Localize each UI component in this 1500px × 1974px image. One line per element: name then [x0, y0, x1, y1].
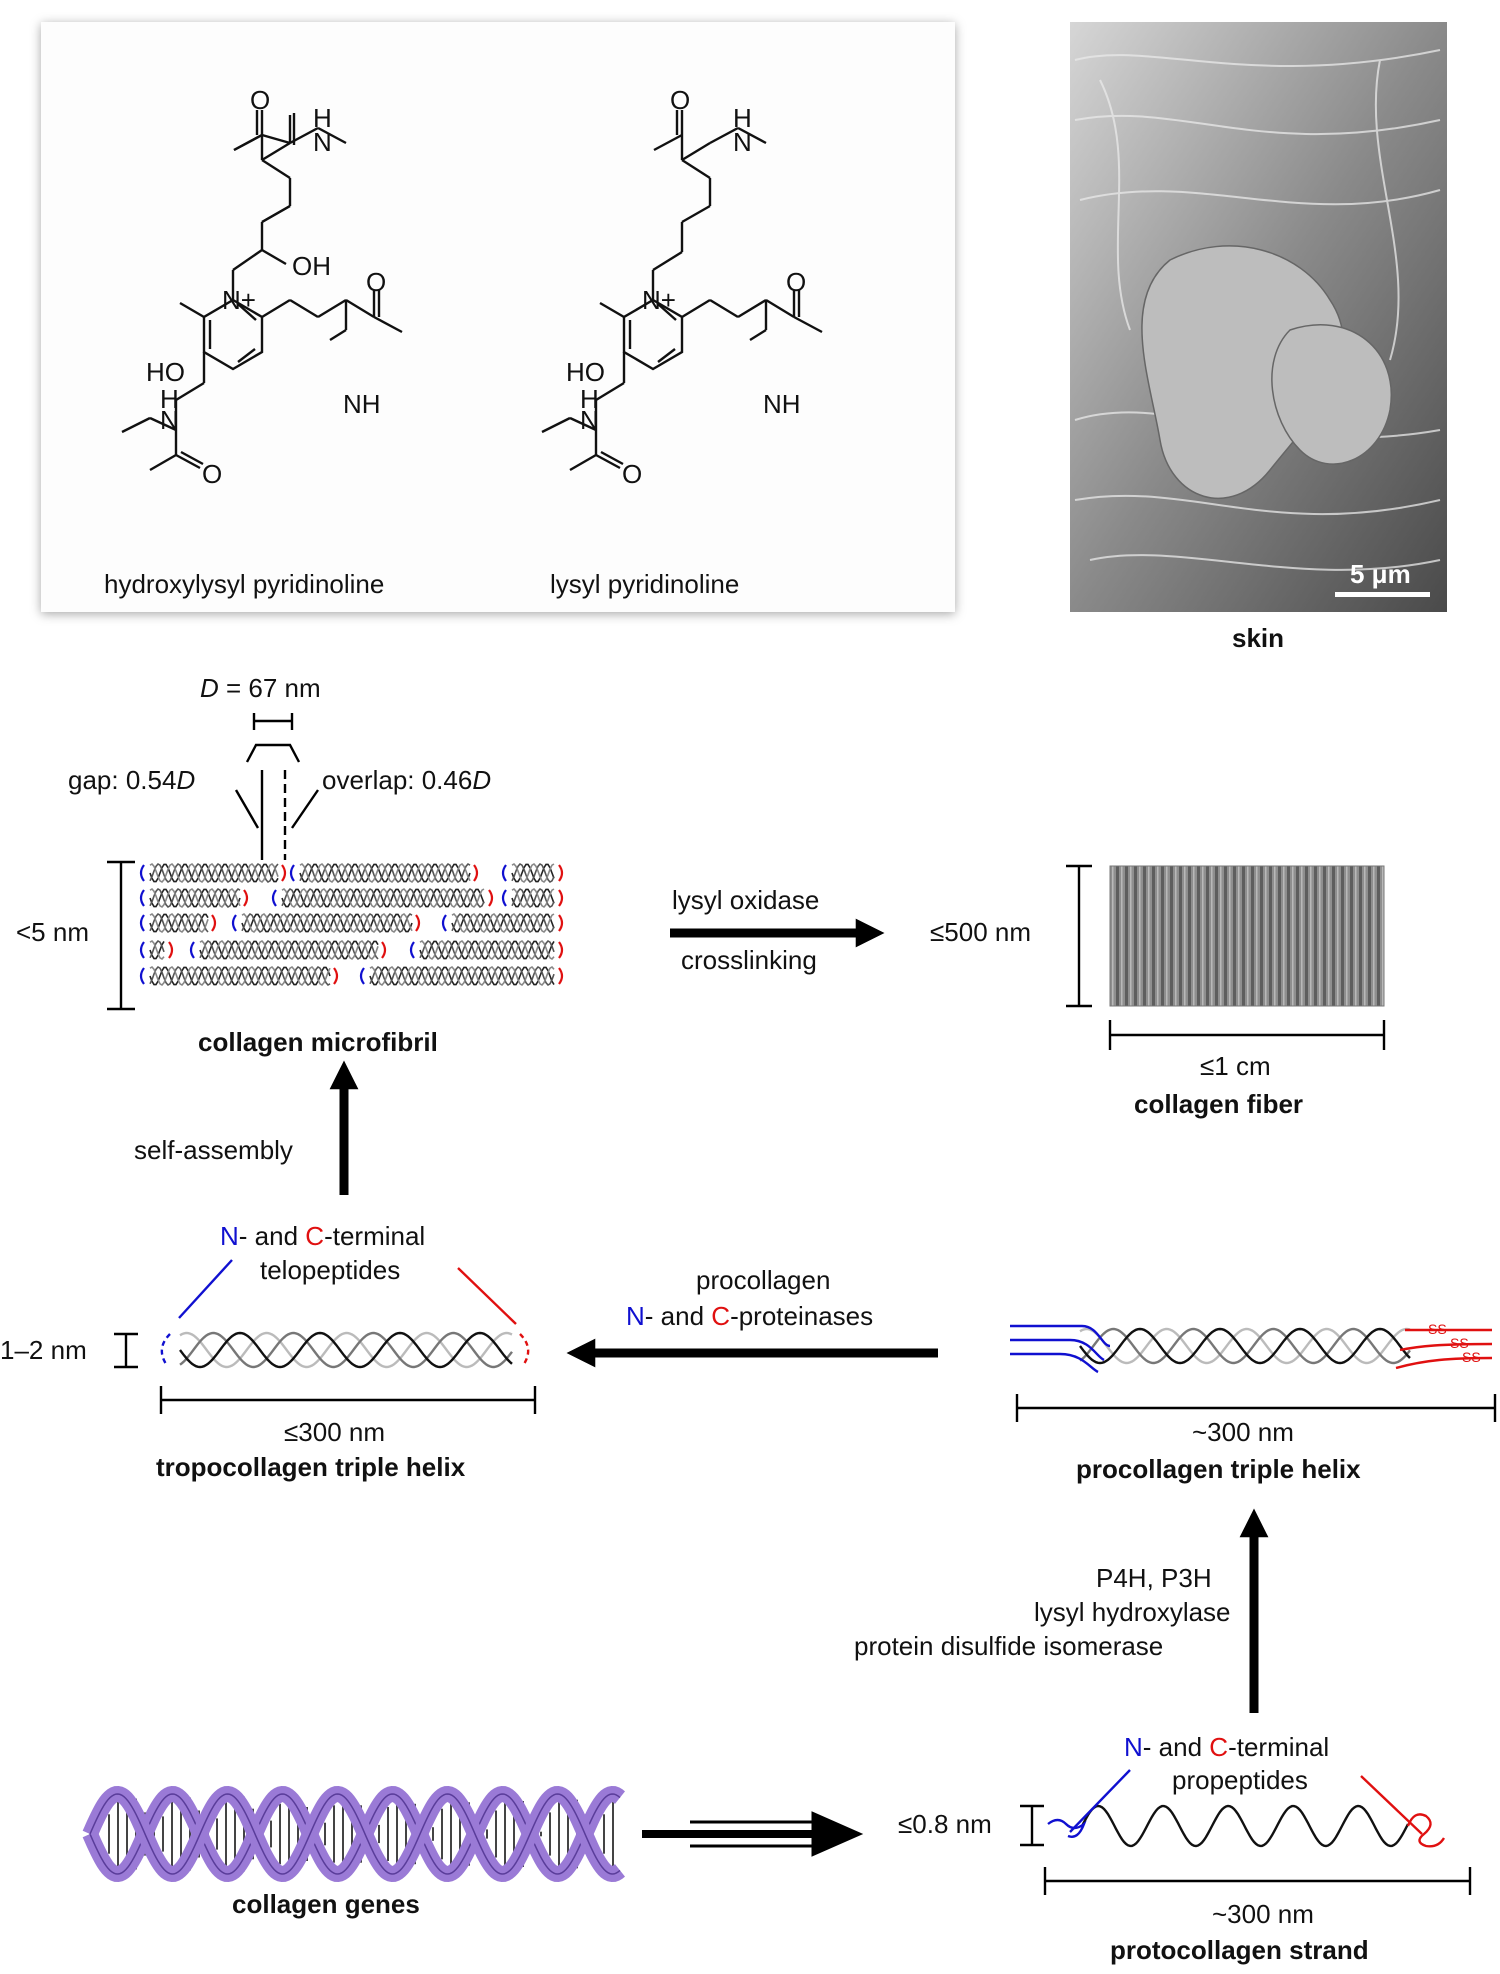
d-period-label: D = 67 nm [200, 673, 321, 704]
protocollagen-name: protocollagen strand [1110, 1935, 1369, 1965]
svg-text:SS: SS [1462, 1349, 1481, 1365]
enzymes-line3: protein disulfide isomerase [854, 1631, 1164, 1661]
overlap-label: overlap: 0.46D [322, 765, 492, 796]
proteinase-mid: - and [644, 1301, 712, 1331]
atom-o-left-top: O [250, 85, 271, 115]
procollagen-proteinases-line1: procollagen [696, 1265, 831, 1295]
scale-bar-label: 5 μm [1350, 559, 1411, 589]
collagen-microfibril [139, 862, 564, 987]
gap-value: gap: 0.54 [68, 765, 177, 795]
collagen-genes-name: collagen genes [232, 1889, 420, 1919]
atom-nplus-left: N+ [222, 285, 256, 315]
enzymes-line2: lysyl hydroxylase [1034, 1597, 1231, 1627]
atom-o-left-bottom: O [202, 459, 223, 489]
tropocollagen-length-bracket [159, 1386, 537, 1414]
atom-ho-right: HO [566, 357, 605, 387]
chemical-structures-panel [41, 22, 955, 612]
equilibrium-arrow-genes [642, 1811, 864, 1857]
protocollagen-strand [1047, 1804, 1446, 1848]
atom-nh-right-right: NH [763, 389, 801, 419]
proteinase-end: -proteinases [730, 1301, 874, 1331]
pro-end: -terminal [1228, 1732, 1330, 1762]
telo-n: N [220, 1221, 239, 1251]
atom-n-left-top: N [313, 127, 332, 157]
microfibril-height-bracket [107, 860, 135, 1011]
propeptides-line1: N- and C-terminal [1124, 1732, 1330, 1763]
atom-ho-left: HO [146, 357, 185, 387]
pro-n: N [1124, 1732, 1143, 1762]
tropocollagen-height-label: 1–2 nm [0, 1335, 87, 1365]
self-assembly-label: self-assembly [134, 1135, 293, 1165]
hydroxylysyl-pyridinoline-label: hydroxylysyl pyridinoline [104, 569, 385, 599]
process-arrows [329, 918, 1269, 1713]
collagen-fiber-name: collagen fiber [1134, 1089, 1304, 1119]
pro-c: C [1209, 1732, 1229, 1762]
procollagen-length-bracket [1015, 1394, 1497, 1422]
d-symbol: D [200, 673, 219, 703]
telo-mid: - and [238, 1221, 306, 1251]
telopeptides-line2: telopeptides [260, 1255, 401, 1285]
propeptide-pointer-lines [1069, 1769, 1423, 1835]
atom-nh-left-right: NH [343, 389, 381, 419]
atom-o-right-right: O [786, 267, 807, 297]
procollagen-proteinases-line2: N- and C-proteinases [626, 1301, 874, 1332]
fiber-height-label: ≤500 nm [930, 917, 1031, 947]
procollagen-length-label: ~300 nm [1192, 1417, 1294, 1447]
atom-h-right-bottom: H [580, 384, 599, 414]
atom-nplus-right: N+ [642, 285, 676, 315]
svg-text:SS: SS [1428, 1321, 1447, 1337]
telopeptides-line1: N- and C-terminal [220, 1221, 426, 1252]
d-period-bracket [234, 713, 319, 860]
tropocollagen-length-label: ≤300 nm [284, 1417, 385, 1447]
hydroxylysyl-pyridinoline-structure [121, 110, 403, 472]
protocollagen-height-bracket [1020, 1804, 1044, 1847]
d-value: = 67 nm [218, 673, 321, 703]
tropocollagen-height-bracket [114, 1332, 138, 1369]
collagen-fiber-image [1109, 865, 1385, 1007]
fiber-height-bracket [1066, 864, 1092, 1008]
microfibril-name: collagen microfibril [198, 1027, 438, 1057]
atom-o-right-top: O [670, 85, 691, 115]
svg-text:SS: SS [1450, 1335, 1469, 1351]
dna-double-helix [82, 1785, 625, 1883]
atom-o-right-bottom: O [622, 459, 643, 489]
propeptides-line2: propeptides [1172, 1765, 1308, 1795]
skin-label: skin [1232, 623, 1285, 653]
gap-label: gap: 0.54D [68, 765, 196, 796]
microfibril-height-label: <5 nm [16, 917, 89, 947]
overlap-d-symbol: D [472, 765, 492, 795]
atom-n-left-bottom: N [160, 405, 179, 435]
proteinase-c: C [711, 1301, 731, 1331]
protocollagen-length-bracket [1043, 1867, 1472, 1895]
procollagen-name: procollagen triple helix [1076, 1454, 1361, 1484]
lysyl-pyridinoline-label: lysyl pyridinoline [550, 569, 740, 599]
protocollagen-length-label: ~300 nm [1212, 1899, 1314, 1929]
atom-n-right-top: N [733, 127, 752, 157]
atom-h-right-top: H [733, 103, 752, 133]
tropocollagen-helix [160, 1331, 530, 1369]
fiber-width-bracket [1108, 1020, 1386, 1050]
atom-o-left-right: O [366, 267, 387, 297]
proteinase-n: N [626, 1301, 645, 1331]
tropocollagen-name: tropocollagen triple helix [156, 1452, 466, 1482]
lysyl-pyridinoline-structure [541, 110, 823, 472]
gap-d-symbol: D [176, 765, 196, 795]
telo-end: -terminal [324, 1221, 426, 1251]
lysyl-oxidase-label: lysyl oxidase [672, 885, 820, 915]
pro-mid: - and [1142, 1732, 1210, 1762]
telopeptide-pointer-lines [178, 1259, 517, 1325]
enzymes-line1: P4H, P3H [1096, 1563, 1212, 1593]
fiber-width-label: ≤1 cm [1200, 1051, 1271, 1081]
atom-h-left-bottom: H [160, 384, 179, 414]
atom-oh-left: OH [292, 251, 331, 281]
crosslinking-label: crosslinking [681, 945, 817, 975]
atom-n-right-bottom: N [580, 405, 599, 435]
telo-c: C [305, 1221, 325, 1251]
skin-micrograph [1070, 22, 1447, 612]
overlap-value: overlap: 0.46 [322, 765, 473, 795]
protocollagen-height-label: ≤0.8 nm [898, 1809, 992, 1839]
atom-h-left-top: H [313, 103, 332, 133]
